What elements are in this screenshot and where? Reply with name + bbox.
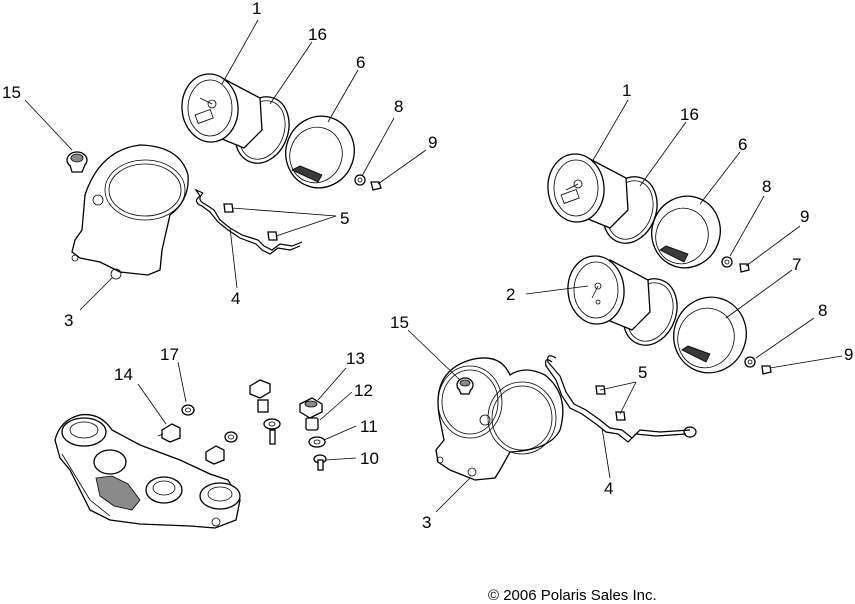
callout-16: 16 [308, 25, 327, 44]
bolt-stack [249, 379, 281, 445]
washer [744, 356, 756, 368]
callout-4: 4 [604, 479, 613, 498]
tachometer-gauge [567, 255, 651, 331]
nut [761, 365, 772, 375]
speedometer-gauge [181, 73, 263, 149]
callout-13: 13 [346, 349, 365, 368]
callout-1: 1 [622, 81, 631, 100]
leader-lines-upper-left [24, 19, 427, 311]
gauge-cup [285, 115, 355, 189]
nut [739, 263, 750, 273]
callout-12: 12 [354, 381, 373, 400]
copyright-notice: © 2006 Polaris Sales Inc. [488, 587, 657, 604]
callout-4: 4 [231, 289, 240, 308]
leader-lines-right [407, 99, 843, 513]
wire-harness [545, 355, 697, 443]
callout-8: 8 [762, 177, 771, 196]
callout-5: 5 [340, 209, 349, 228]
spacer [305, 417, 319, 431]
callout-9: 9 [844, 345, 853, 364]
bolt [313, 454, 327, 471]
grommet [456, 377, 474, 395]
rubber-mount [205, 445, 225, 465]
callout-1: 1 [252, 0, 261, 18]
bulb [595, 385, 626, 421]
bulb [223, 203, 278, 241]
callout-3: 3 [422, 513, 431, 532]
callout-17: 17 [160, 345, 179, 364]
grommet [66, 151, 88, 173]
triple-clamp [54, 413, 241, 529]
callout-6: 6 [356, 53, 365, 72]
callout-8: 8 [394, 97, 403, 116]
cap-nut [299, 397, 323, 419]
washer-17 [181, 404, 195, 416]
washer [354, 174, 366, 186]
callout-8: 8 [818, 301, 827, 320]
callout-9: 9 [428, 133, 437, 152]
dual-gauge-bracket [435, 357, 564, 481]
callout-15: 15 [390, 313, 409, 332]
callout-15: 15 [2, 83, 21, 102]
callout-5: 5 [638, 363, 647, 382]
callout-3: 3 [64, 311, 73, 330]
wire-harness [194, 188, 303, 255]
callout-16: 16 [680, 105, 699, 124]
callout-10: 10 [360, 449, 379, 468]
rubber-mount [157, 423, 181, 443]
speedometer-gauge [547, 153, 629, 229]
washer [224, 431, 238, 443]
gauge-assembly-right [435, 153, 772, 481]
washer [721, 256, 733, 268]
callout-9: 9 [800, 207, 809, 226]
callout-2: 2 [506, 285, 515, 304]
washer [308, 436, 326, 448]
gauge-bracket [71, 144, 189, 280]
callout-labels: 1 16 6 8 9 15 5 4 3 1 16 6 8 9 7 2 8 9 1… [2, 0, 853, 532]
callout-6: 6 [738, 135, 747, 154]
gauge-assembly-upper-left [66, 73, 382, 280]
callout-14: 14 [114, 365, 133, 384]
callout-7: 7 [792, 255, 801, 274]
leader-lines-lower-left [137, 361, 357, 461]
callout-11: 11 [360, 417, 378, 436]
